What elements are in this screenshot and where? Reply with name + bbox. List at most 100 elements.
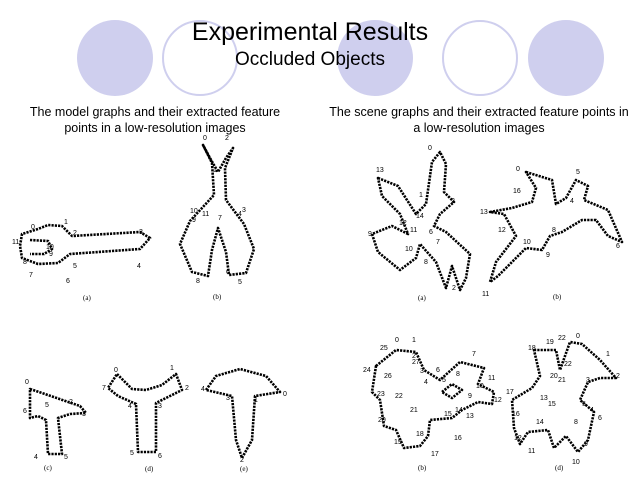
svg-text:12: 12 — [498, 227, 506, 234]
svg-text:10: 10 — [190, 208, 198, 215]
svg-text:8: 8 — [456, 371, 460, 378]
svg-text:4: 4 — [424, 379, 428, 386]
svg-text:7: 7 — [436, 239, 440, 246]
svg-text:4: 4 — [128, 403, 132, 410]
svg-text:8: 8 — [196, 278, 200, 285]
svg-text:12: 12 — [399, 220, 407, 227]
svg-text:8: 8 — [424, 259, 428, 266]
svg-text:11: 11 — [12, 239, 19, 246]
svg-text:21: 21 — [558, 377, 566, 384]
decorative-circle-4 — [442, 20, 518, 96]
svg-text:2: 2 — [225, 135, 229, 142]
svg-text:1: 1 — [170, 365, 174, 372]
svg-text:2: 2 — [240, 457, 244, 464]
svg-text:0: 0 — [516, 166, 520, 173]
svg-text:11: 11 — [410, 227, 417, 234]
decorative-circle-5 — [528, 20, 604, 96]
decorative-circle-2 — [162, 20, 238, 96]
svg-text:0: 0 — [395, 337, 399, 344]
svg-text:7: 7 — [102, 385, 106, 392]
svg-text:19: 19 — [394, 439, 402, 446]
svg-text:6: 6 — [429, 229, 433, 236]
svg-text:8: 8 — [552, 227, 556, 234]
svg-text:5: 5 — [130, 450, 134, 457]
svg-text:6: 6 — [158, 453, 162, 460]
svg-text:0: 0 — [428, 145, 432, 152]
svg-text:5: 5 — [576, 169, 580, 176]
svg-text:24: 24 — [363, 367, 371, 374]
svg-text:1: 1 — [213, 167, 217, 174]
svg-text:3: 3 — [242, 207, 246, 214]
svg-text:1: 1 — [412, 337, 416, 344]
svg-text:6: 6 — [616, 243, 620, 250]
svg-text:10: 10 — [523, 239, 531, 246]
svg-text:6: 6 — [66, 278, 70, 285]
svg-text:1: 1 — [419, 192, 423, 199]
model-graph-t-small: 05 62 34 5 (c) — [23, 379, 88, 472]
svg-text:25: 25 — [380, 345, 388, 352]
svg-text:11: 11 — [528, 448, 535, 455]
svg-text:18: 18 — [528, 345, 536, 352]
svg-text:17: 17 — [431, 451, 439, 458]
figure-label-model-e: (e) — [240, 465, 248, 473]
caption-model-graphs: The model graphs and their extracted fea… — [29, 105, 281, 135]
decorative-circle-1 — [77, 20, 153, 96]
svg-text:3: 3 — [139, 229, 143, 236]
svg-text:3: 3 — [158, 403, 162, 410]
svg-text:16: 16 — [454, 435, 462, 442]
figure-label-scene-top-a: (a) — [418, 294, 426, 302]
svg-text:19: 19 — [546, 339, 554, 346]
svg-text:9: 9 — [49, 251, 53, 258]
svg-text:7: 7 — [218, 215, 222, 222]
svg-text:7: 7 — [29, 272, 33, 279]
svg-text:5: 5 — [45, 402, 49, 409]
figure-label-model-d: (d) — [145, 465, 154, 473]
svg-text:2: 2 — [69, 399, 73, 406]
svg-text:0: 0 — [203, 135, 207, 142]
svg-text:2: 2 — [73, 230, 77, 237]
svg-text:0: 0 — [576, 333, 580, 340]
svg-text:4: 4 — [238, 211, 242, 218]
svg-text:22: 22 — [558, 335, 566, 342]
svg-text:12: 12 — [494, 397, 502, 404]
svg-text:13: 13 — [480, 209, 488, 216]
svg-text:1: 1 — [606, 351, 610, 358]
slide-subtitle: Occluded Objects — [235, 49, 385, 70]
svg-text:3: 3 — [226, 395, 230, 402]
svg-text:13: 13 — [376, 167, 384, 174]
model-graph-t-large: 4 3 1 0 2 (e) — [201, 367, 287, 473]
svg-text:15: 15 — [548, 401, 556, 408]
svg-text:16: 16 — [513, 188, 521, 195]
svg-text:17: 17 — [506, 389, 514, 396]
svg-text:27: 27 — [412, 359, 420, 366]
figure-label-model-b: (b) — [213, 293, 222, 301]
svg-text:2: 2 — [452, 285, 456, 292]
svg-text:0: 0 — [283, 391, 287, 398]
svg-text:20: 20 — [550, 373, 558, 380]
svg-text:9: 9 — [368, 231, 372, 238]
svg-text:6: 6 — [23, 408, 27, 415]
svg-text:4: 4 — [201, 386, 205, 393]
svg-text:4: 4 — [590, 407, 594, 414]
svg-text:2: 2 — [412, 353, 416, 360]
svg-text:22: 22 — [564, 361, 572, 368]
svg-text:5: 5 — [64, 454, 68, 461]
svg-text:1: 1 — [254, 397, 258, 404]
svg-text:10: 10 — [405, 246, 413, 253]
svg-text:6: 6 — [598, 415, 602, 422]
svg-text:6: 6 — [436, 367, 440, 374]
svg-text:26: 26 — [384, 373, 392, 380]
svg-text:7: 7 — [472, 351, 476, 358]
svg-text:0: 0 — [114, 367, 118, 374]
svg-text:10: 10 — [46, 244, 54, 251]
svg-text:11: 11 — [202, 211, 209, 218]
svg-text:2: 2 — [616, 373, 620, 380]
svg-text:11: 11 — [482, 291, 489, 298]
svg-text:1: 1 — [64, 219, 68, 226]
